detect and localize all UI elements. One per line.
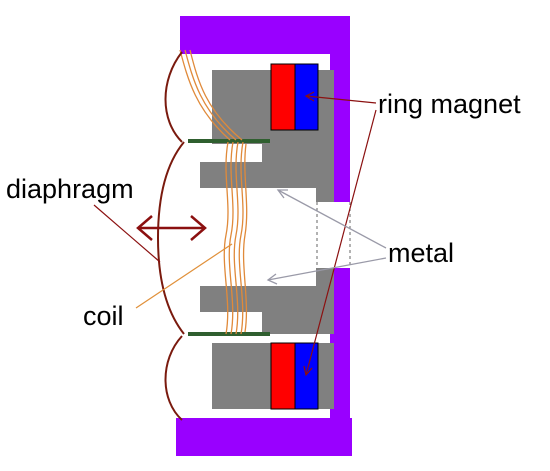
housing-bottom-flange [176,418,352,456]
coil-strand [223,141,229,335]
pointer-ring-magnet-bottom-head [303,365,313,377]
magnet-bottom-red [270,342,296,410]
coil-lead [184,49,237,141]
magnet-top-red [270,63,296,131]
metal-pole-lower-wide [262,312,334,334]
coil-plate-top [188,139,270,143]
pointers [93,91,387,377]
pointer-ring-magnet-top-head [304,91,315,102]
coil [179,49,248,335]
magnet-bottom-blue [294,342,319,410]
housing [176,16,352,456]
label-metal: metal [388,238,454,268]
metal-pole-upper-wide [262,144,334,162]
motion-arrow-right-head [190,215,207,241]
pointer-ring-magnet-bottom [305,109,377,376]
pointer-diaphragm [93,204,161,263]
diaphragm-top-surround [164,51,183,143]
coil-strand [228,141,234,335]
coil-lead [189,49,243,141]
pointer-ring-magnet-top [305,95,377,104]
pointer-coil [135,243,233,309]
metal-pole-upper-step [200,162,334,188]
housing-top-flange [180,16,350,54]
housing-back-upper [330,16,350,202]
ring-magnet-bottom [270,342,319,410]
pointer-metal-upper [277,189,387,249]
motion-arrow [136,215,207,241]
pointer-metal-lower [267,257,387,281]
coil-lead [179,49,231,141]
metal-pole-lower-step [200,286,334,312]
coil-plate-bottom [188,332,270,336]
label-diaphragm: diaphragm [6,174,134,204]
metal-back-upper [316,188,334,202]
coil-strand [238,141,244,335]
label-ring-magnet: ring magnet [378,89,521,119]
diaphragm-cone [156,141,185,335]
coil-strand [242,143,248,333]
motion-arrow-left-head [136,215,153,241]
coil-strand [233,141,239,335]
pointer-metal-upper-head [276,189,288,199]
label-coil: coil [83,301,124,331]
diaphragm [156,51,185,421]
diaphragm-bottom-surround [164,335,183,421]
metal-back-lower [316,268,334,286]
housing-back-lower [330,268,350,456]
pointer-metal-lower-head [266,273,278,285]
